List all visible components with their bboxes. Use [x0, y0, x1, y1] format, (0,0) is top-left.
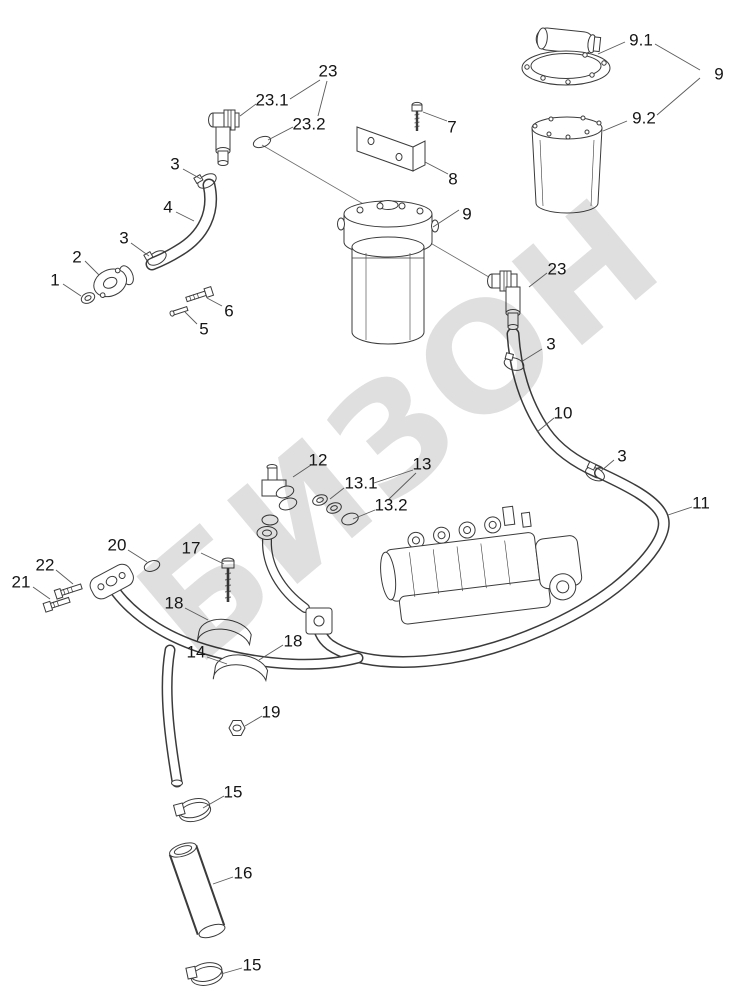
callout-4: 4 — [163, 197, 173, 217]
callout-22: 22 — [35, 555, 55, 575]
callout-3-b: 3 — [119, 228, 129, 248]
callout-15-a: 15 — [223, 782, 243, 802]
callout-11: 11 — [692, 493, 710, 513]
leader-lines — [32, 41, 701, 975]
callout-21: 21 — [11, 572, 31, 592]
elbow-fitting-23 — [487, 270, 521, 330]
bolt-17 — [221, 557, 235, 602]
cushion-clamp-18b — [212, 654, 269, 683]
pipe-junction — [305, 607, 333, 635]
callout-9-right: 9 — [714, 64, 724, 84]
washer-20 — [143, 560, 161, 572]
callout-9-filter: 9 — [462, 204, 472, 224]
sealing-ring-23-2 — [252, 135, 272, 149]
callout-9-1: 9.1 — [629, 30, 653, 50]
callout-23-right: 23 — [547, 259, 567, 279]
callout-23-1: 23.1 — [255, 90, 289, 110]
callout-18-b: 18 — [283, 631, 303, 651]
callout-13-1: 13.1 — [344, 473, 378, 493]
hose-11 — [311, 467, 670, 668]
callout-13: 13 — [412, 454, 432, 474]
callout-23-2: 23.2 — [292, 114, 326, 134]
bolt-6 — [185, 285, 215, 303]
callout-16: 16 — [233, 863, 253, 883]
hose-4 — [145, 178, 218, 271]
hose-clamp-15a — [172, 798, 212, 823]
callout-3-d: 3 — [617, 446, 627, 466]
pipe-flange — [89, 563, 134, 600]
fuel-return-hose — [261, 535, 310, 613]
nut-19 — [228, 720, 246, 736]
flange-2 — [93, 265, 134, 298]
callout-1: 1 — [50, 270, 60, 290]
callout-9-2: 9.2 — [632, 108, 656, 128]
hose-clamp-3d — [585, 460, 605, 482]
filter-cup-9-2 — [531, 115, 603, 214]
callout-13-2: 13.2 — [374, 495, 408, 515]
hose-10 — [506, 327, 605, 479]
callout-17: 17 — [181, 538, 201, 558]
bolt-21 — [42, 596, 71, 613]
fuel-filter-9 — [337, 200, 439, 345]
callout-23-top: 23 — [318, 61, 338, 81]
pipe-14 — [110, 586, 364, 788]
callout-5: 5 — [199, 319, 209, 339]
bolt-7 — [411, 101, 423, 131]
callout-7: 7 — [447, 117, 457, 137]
hose-clamp-3c — [503, 352, 525, 371]
callout-12: 12 — [308, 450, 328, 470]
cushion-clamp-18a — [196, 618, 252, 647]
washers-13 — [312, 494, 359, 526]
callout-2: 2 — [72, 247, 82, 267]
bracket-8 — [356, 126, 426, 172]
callout-6: 6 — [224, 301, 234, 321]
callout-18-a: 18 — [164, 593, 184, 613]
banjo-fitting-12 — [256, 464, 298, 540]
hose-clamp-15b — [185, 962, 224, 986]
callout-14: 14 — [186, 642, 206, 662]
callout-3-a: 3 — [170, 154, 180, 174]
injection-pump — [380, 505, 583, 625]
callout-10: 10 — [553, 403, 573, 423]
elbow-fitting-23-1 — [208, 109, 240, 166]
callout-3-c: 3 — [546, 334, 556, 354]
callout-19: 19 — [261, 702, 281, 722]
bolt-22 — [53, 583, 83, 600]
callout-15-b: 15 — [242, 955, 262, 975]
callout-8: 8 — [448, 169, 458, 189]
pin-5 — [169, 306, 189, 317]
filter-head-9-1 — [521, 27, 611, 86]
hose-16 — [168, 842, 226, 939]
callout-20: 20 — [107, 535, 127, 555]
pipe-14-end — [171, 779, 183, 787]
washer-1 — [80, 292, 96, 304]
